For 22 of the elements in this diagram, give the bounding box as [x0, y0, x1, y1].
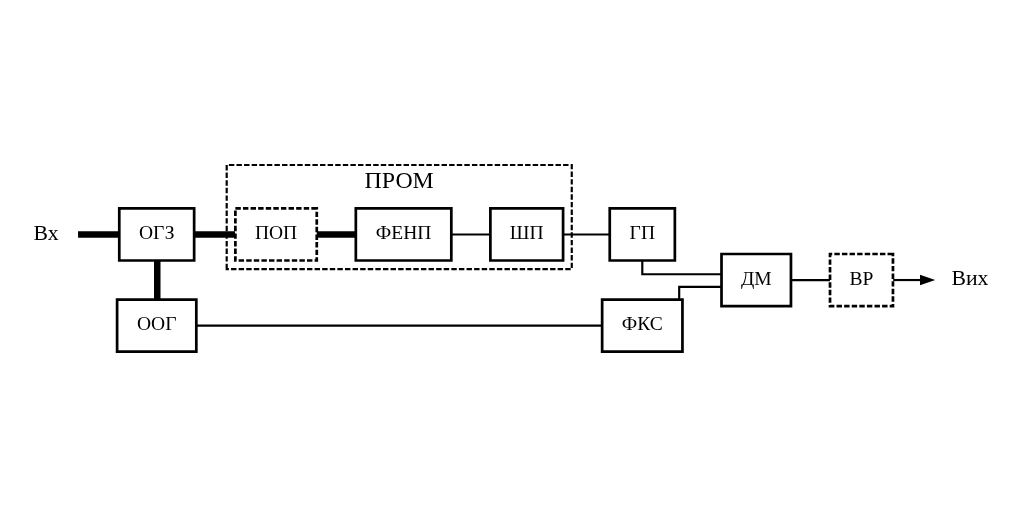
node-box: ГП [607, 207, 676, 262]
node-box: ФЕНП [353, 207, 453, 262]
connector [195, 324, 602, 327]
node-text: Вих [951, 266, 988, 291]
connector [153, 260, 160, 300]
connector [640, 260, 721, 276]
node-box: ДМ [719, 252, 792, 308]
node-box: ПОП [233, 207, 318, 262]
arrow [892, 274, 935, 286]
node-box: ФКС [600, 298, 684, 353]
node-box: ШП [488, 207, 564, 262]
connector [77, 231, 119, 238]
connector [451, 233, 490, 236]
node-box: ОГЗ [117, 207, 195, 262]
node-text: Вх [33, 220, 59, 245]
connector [316, 231, 356, 238]
connector [193, 231, 235, 238]
connector [677, 285, 721, 300]
node-box: ВР [828, 252, 894, 308]
node-box: ООГ [115, 298, 198, 353]
connector [562, 233, 609, 236]
connector [790, 278, 830, 282]
